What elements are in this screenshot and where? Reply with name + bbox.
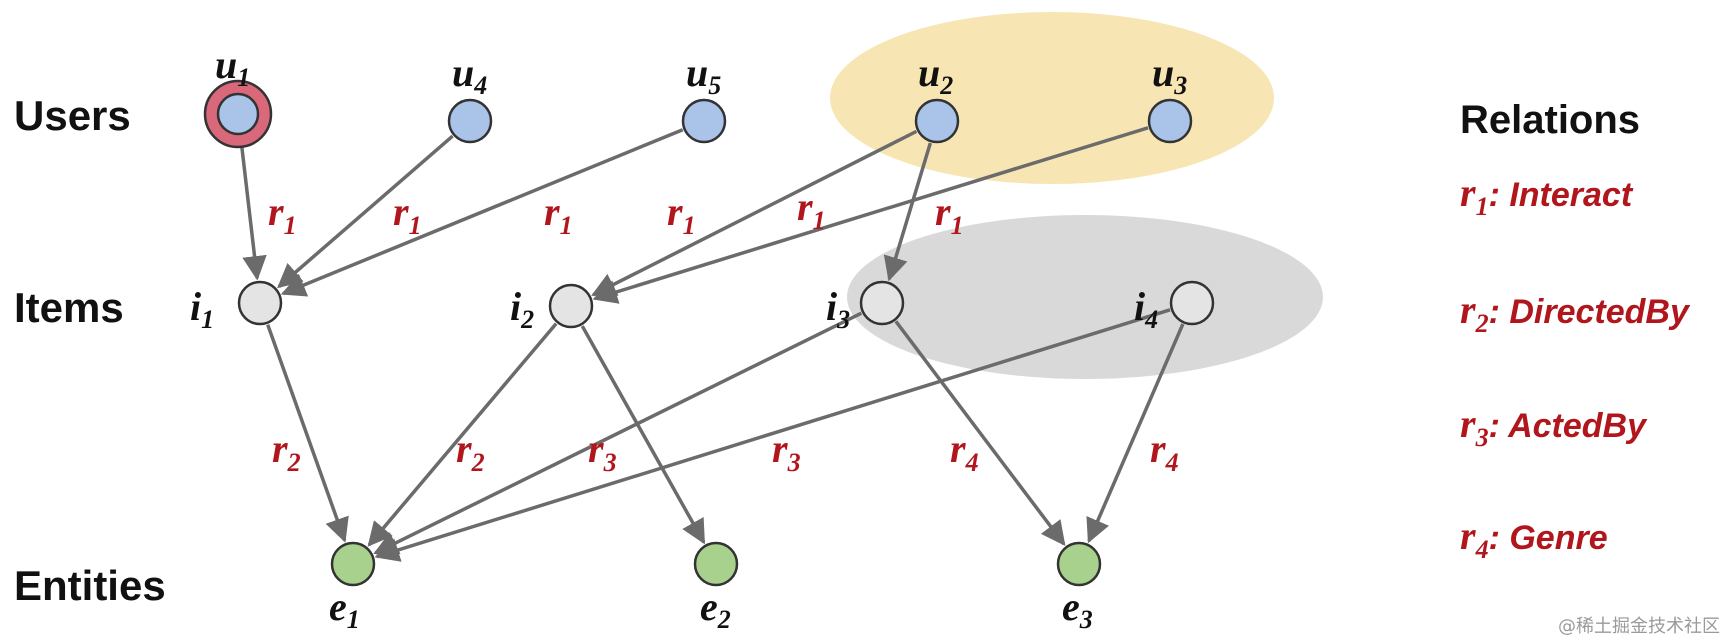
node-e2 <box>693 541 739 587</box>
edge-u2-i3 <box>883 142 933 282</box>
node-i3 <box>859 280 905 326</box>
row-label-users: Users <box>14 92 131 139</box>
edge-i2-e1 <box>367 322 558 547</box>
edge-i1-e1 <box>266 324 349 543</box>
node-label-u5: u5 <box>686 50 721 100</box>
edge-i4-e3 <box>1086 323 1185 544</box>
node-label-i4: i4 <box>1134 284 1158 334</box>
node-labels-layer: u1 u4 u5 u2 u3 i1 i2 i3 i4 e1 e2 e3 <box>190 42 1187 634</box>
edge-i3-e3 <box>894 320 1066 547</box>
edge-label-i3-e3: r4 <box>950 426 979 477</box>
edge-i2-e2 <box>580 325 706 545</box>
edge-label-u1-i1: r1 <box>268 189 297 240</box>
node-u2 <box>914 98 960 144</box>
node-label-i2: i2 <box>510 284 534 334</box>
item-group-highlight <box>847 215 1323 379</box>
node-e1 <box>330 541 376 587</box>
node-label-i1: i1 <box>190 284 214 334</box>
edge-label-u5-i1: r1 <box>544 189 573 240</box>
relations-legend: Relations r1: Interact r2: DirectedBy r3… <box>1460 98 1691 564</box>
edge-label-u4-i1: r1 <box>393 189 422 240</box>
edge-u1-i1 <box>238 135 267 281</box>
row-label-entities: Entities <box>14 562 166 609</box>
node-label-u1: u1 <box>215 42 250 92</box>
edge-label-u3-i2: r1 <box>797 184 826 235</box>
node-label-i3: i3 <box>826 284 850 334</box>
node-label-e1: e1 <box>329 584 360 634</box>
edges-layer <box>238 126 1185 562</box>
edge-u5-i1 <box>280 128 684 297</box>
row-label-items: Items <box>14 284 124 331</box>
node-label-e3: e3 <box>1062 584 1093 634</box>
node-e3 <box>1056 541 1102 587</box>
edge-i3-e1 <box>373 311 863 555</box>
node-label-u2: u2 <box>918 50 953 100</box>
node-label-e2: e2 <box>700 584 731 634</box>
node-i4 <box>1169 280 1215 326</box>
edge-i4-e1 <box>374 308 1171 562</box>
edge-label-u2-i3: r1 <box>935 189 964 240</box>
relation-legend-r2: r2: DirectedBy <box>1460 287 1691 338</box>
node-u4 <box>447 98 493 144</box>
relations-title: Relations <box>1460 98 1640 142</box>
relation-legend-r3: r3: ActedBy <box>1460 401 1648 452</box>
node-u5 <box>681 98 727 144</box>
nodes-layer <box>203 79 1215 587</box>
watermark: @稀土掘金技术社区 <box>1558 616 1720 637</box>
edge-label-i4-e3: r4 <box>1150 426 1179 477</box>
relation-legend-r1: r1: Interact <box>1460 170 1634 221</box>
edge-labels-layer: r1 r1 r1 r1 r1 r1 r2 r2 r3 r3 r4 r4 <box>268 184 1179 477</box>
edge-u4-i1 <box>277 134 454 289</box>
node-u1 <box>216 92 260 136</box>
edge-label-i4-e1: r3 <box>772 426 801 477</box>
node-u3 <box>1147 98 1193 144</box>
node-label-u3: u3 <box>1152 50 1187 100</box>
edge-u2-i2 <box>591 129 918 297</box>
edge-label-i1-e1: r2 <box>272 426 301 477</box>
node-i2 <box>548 283 594 329</box>
edge-label-i3-e1: r3 <box>588 426 617 477</box>
node-i1 <box>237 280 283 326</box>
edge-label-i2-e1: r2 <box>456 426 485 477</box>
edge-u3-i2 <box>592 126 1149 304</box>
relation-legend-r4: r4: Genre <box>1460 513 1608 564</box>
node-label-u4: u4 <box>452 50 487 100</box>
edge-label-u2-i2: r1 <box>667 189 696 240</box>
